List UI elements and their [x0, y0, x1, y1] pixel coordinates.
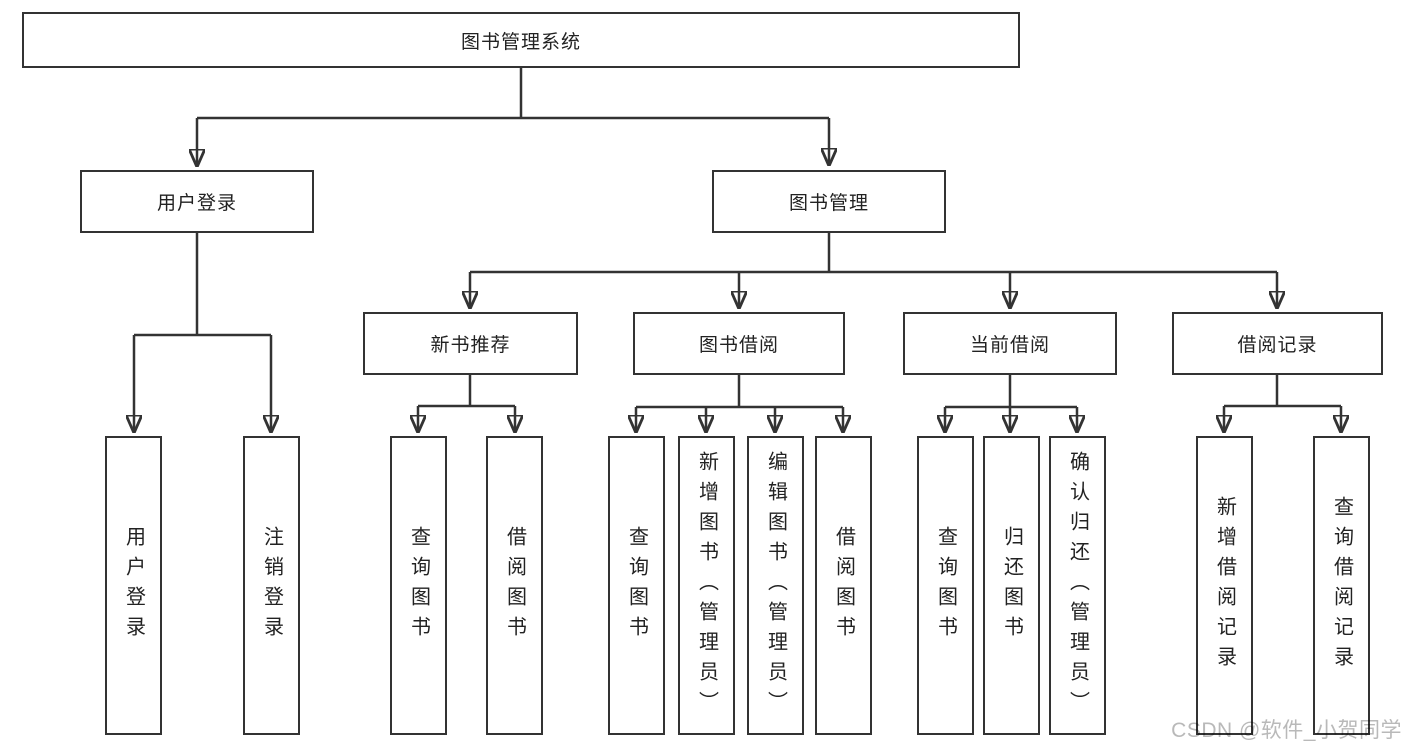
leaf-return-book-label: 归还图书 [1000, 525, 1023, 646]
leaf-query-book-borrow: 查询图书 [608, 436, 665, 735]
leaf-confirm-return-admin-label: 确认归还（管理员） [1066, 450, 1089, 721]
leaf-borrow-book-label: 借阅图书 [832, 525, 855, 646]
leaf-edit-book-admin: 编辑图书（管理员） [747, 436, 804, 735]
leaf-logout: 注销登录 [243, 436, 300, 735]
node-user-login: 用户登录 [80, 170, 314, 233]
leaf-return-book: 归还图书 [983, 436, 1040, 735]
leaf-query-book-recommend-label: 查询图书 [407, 525, 430, 646]
node-book-borrow-label: 图书借阅 [698, 335, 779, 356]
leaf-user-login: 用户登录 [105, 436, 162, 735]
node-book-management-label: 图书管理 [788, 193, 869, 214]
leaf-add-borrow-record-label: 新增借阅记录 [1213, 495, 1236, 676]
node-current-borrow-label: 当前借阅 [969, 335, 1050, 356]
leaf-user-login-label: 用户登录 [122, 525, 145, 646]
leaf-query-book-recommend: 查询图书 [390, 436, 447, 735]
node-borrow-records-label: 借阅记录 [1237, 335, 1318, 356]
leaf-logout-label: 注销登录 [260, 525, 283, 646]
node-book-management: 图书管理 [712, 170, 946, 233]
leaf-add-book-admin-label: 新增图书（管理员） [695, 450, 718, 721]
leaf-borrow-book-recommend: 借阅图书 [486, 436, 543, 735]
node-new-book-recommend: 新书推荐 [363, 312, 578, 375]
leaf-borrow-book-recommend-label: 借阅图书 [503, 525, 526, 646]
leaf-query-book-borrow-label: 查询图书 [625, 525, 648, 646]
node-new-book-recommend-label: 新书推荐 [430, 335, 511, 356]
leaf-query-book-current-label: 查询图书 [934, 525, 957, 646]
leaf-query-borrow-record-label: 查询借阅记录 [1330, 495, 1353, 676]
leaf-query-book-current: 查询图书 [917, 436, 974, 735]
leaf-confirm-return-admin: 确认归还（管理员） [1049, 436, 1106, 735]
node-book-borrow: 图书借阅 [633, 312, 845, 375]
node-user-login-label: 用户登录 [156, 193, 237, 214]
leaf-borrow-book: 借阅图书 [815, 436, 872, 735]
node-current-borrow: 当前借阅 [903, 312, 1117, 375]
node-borrow-records: 借阅记录 [1172, 312, 1383, 375]
node-root: 图书管理系统 [22, 12, 1020, 68]
leaf-query-borrow-record: 查询借阅记录 [1313, 436, 1370, 735]
csdn-watermark: CSDN @软件_小贺同学 [1171, 719, 1402, 742]
node-root-label: 图书管理系统 [460, 31, 581, 53]
leaf-add-book-admin: 新增图书（管理员） [678, 436, 735, 735]
leaf-add-borrow-record: 新增借阅记录 [1196, 436, 1253, 735]
leaf-edit-book-admin-label: 编辑图书（管理员） [764, 450, 787, 721]
